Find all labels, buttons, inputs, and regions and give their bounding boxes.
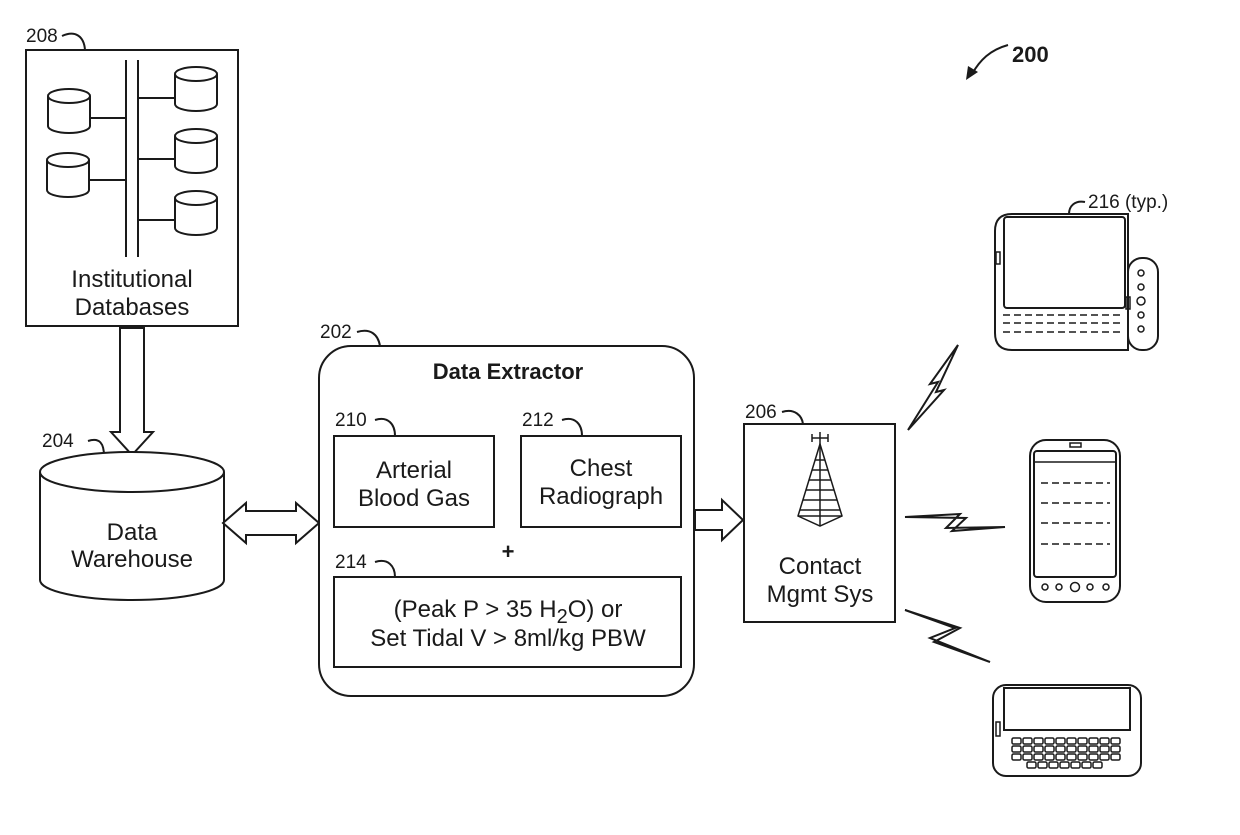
data-warehouse-label-2: Warehouse <box>71 546 193 573</box>
down-arrow-icon <box>111 328 153 455</box>
data-warehouse: 204 Data Warehouse <box>40 431 224 600</box>
leader-216 <box>1069 202 1085 214</box>
institutional-databases-label-2: Databases <box>75 294 190 321</box>
data-extractor: 202 Data Extractor 210 Arterial Blood Ga… <box>319 322 694 696</box>
figure-ref-200: 200 <box>966 42 1049 80</box>
bidirectional-arrow-icon <box>223 503 319 543</box>
touchscreen-phone-device <box>1030 440 1120 602</box>
phone-screen <box>1004 688 1130 730</box>
leader-202 <box>357 331 380 346</box>
ref-208: 208 <box>26 26 58 47</box>
leader-208 <box>62 34 85 50</box>
ref-214: 214 <box>335 552 367 573</box>
database-cylinder-icon <box>175 129 217 173</box>
ref-202: 202 <box>320 322 352 343</box>
plus-sign: + <box>502 539 515 564</box>
institutional-databases-label-1: Institutional <box>71 266 192 293</box>
contact-mgmt-label-2: Mgmt Sys <box>767 581 874 608</box>
arterial-blood-gas-label-1: Arterial <box>376 457 452 484</box>
criteria-prefix: (Peak P > 35 H <box>394 596 557 623</box>
institutional-databases: 208 Institutiona <box>26 26 238 326</box>
chest-radiograph-label-2: Radiograph <box>539 483 663 510</box>
keyboard-phone-device <box>993 685 1141 776</box>
wireless-signal-icon-middle <box>905 514 1005 531</box>
wireless-signal-icon-top <box>908 345 958 430</box>
phone-screen <box>1034 451 1116 577</box>
database-cylinder-icon <box>47 153 89 197</box>
data-extractor-title: Data Extractor <box>433 359 584 384</box>
contact-mgmt-label-1: Contact <box>779 553 862 580</box>
ref-206: 206 <box>745 402 777 423</box>
criteria-suffix: O) or <box>568 596 623 623</box>
wireless-signal-icon-bottom <box>905 610 990 662</box>
database-cylinder-icon <box>175 67 217 111</box>
ref-212: 212 <box>522 410 554 431</box>
figure-ref-label: 200 <box>1012 42 1049 67</box>
phone-screen <box>1004 217 1125 308</box>
ref-204: 204 <box>42 431 74 452</box>
contact-mgmt-sys: 206 Contact Mgmt Sys <box>744 402 895 622</box>
data-warehouse-cylinder-top <box>40 452 224 492</box>
database-cylinder-icon <box>48 89 90 133</box>
slider-phone-device: 216 (typ.) <box>995 192 1168 350</box>
ref-216: 216 (typ.) <box>1088 192 1168 213</box>
chest-radiograph-label-1: Chest <box>570 455 633 482</box>
database-cylinder-icon <box>175 191 217 235</box>
ventilator-criteria-line-2: Set Tidal V > 8ml/kg PBW <box>370 625 646 652</box>
ref-210: 210 <box>335 410 367 431</box>
figure-ref-arrow <box>972 45 1008 74</box>
leader-206 <box>782 411 803 424</box>
right-arrow-icon <box>695 500 743 540</box>
arterial-blood-gas-label-2: Blood Gas <box>358 485 470 512</box>
data-warehouse-label-1: Data <box>107 519 158 546</box>
